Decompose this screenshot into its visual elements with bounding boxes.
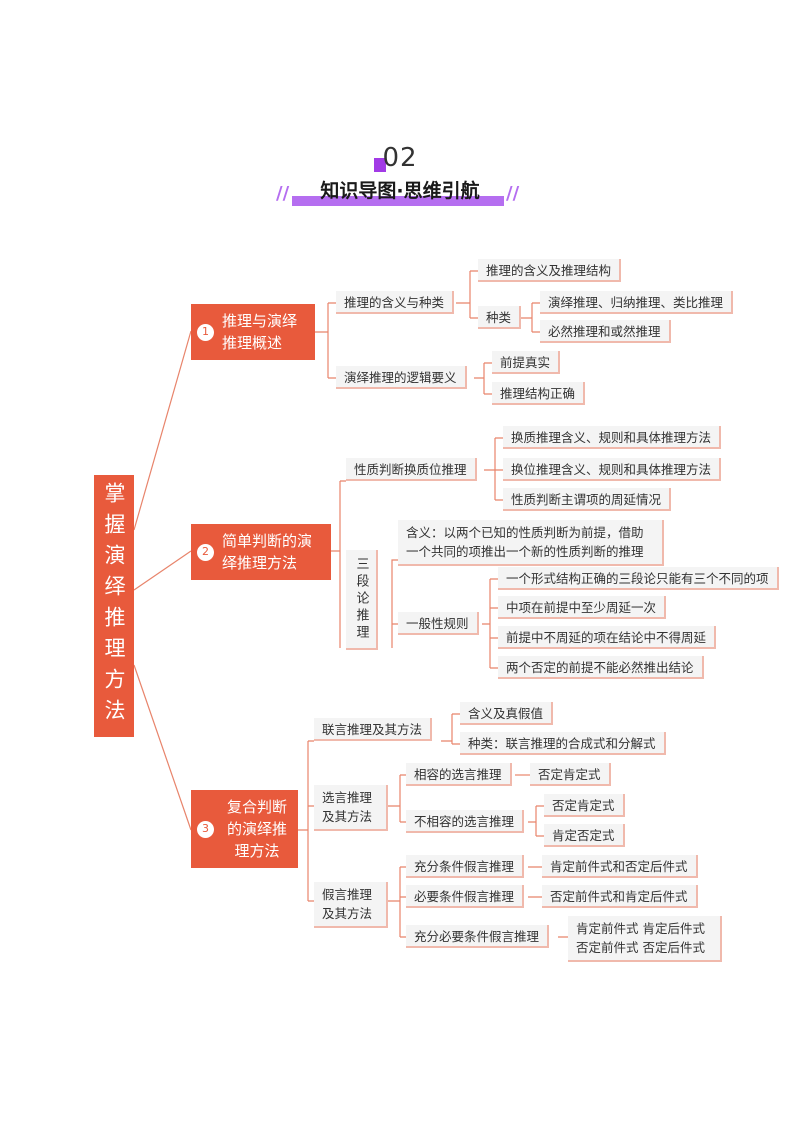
b1-c1-b1-node: 演绎推理、归纳推理、类比推理 xyxy=(540,291,734,314)
b2-c1-b-node: 换位推理含义、规则和具体推理方法 xyxy=(503,458,722,481)
b3-c3-c-node: 充分必要条件假言推理 xyxy=(406,925,550,948)
b3-c3-c1-line1: 肯定前件式 肯定后件式 xyxy=(576,921,705,936)
branch3-number: 3 xyxy=(197,820,214,838)
b3-c2-b2-node: 肯定否定式 xyxy=(544,824,625,847)
b1-c1-a-node: 推理的含义及推理结构 xyxy=(478,259,622,282)
section-title: 知识导图·思维引航 xyxy=(320,180,480,202)
b3-c2-node: 选言推理及其方法 xyxy=(314,785,388,831)
root-node: 掌握演绎推理方法 xyxy=(94,475,134,737)
b1-c1-b-node: 种类 xyxy=(478,306,522,329)
b2-rule2-node: 中项在前提中至少周延一次 xyxy=(498,596,667,619)
b3-c2-b1-node: 否定肯定式 xyxy=(544,794,625,817)
b3-c3-b1-node: 否定前件式和肯定后件式 xyxy=(542,885,698,908)
b3-c3-node: 假言推理及其方法 xyxy=(314,882,388,928)
b3-c2-a-node: 相容的选言推理 xyxy=(406,763,512,786)
b2-rule3-node: 前提中不周延的项在结论中不得周延 xyxy=(498,626,717,649)
b3-c1-b-node: 种类：联言推理的合成式和分解式 xyxy=(460,732,666,755)
header-slash-right: // xyxy=(506,183,520,204)
b2-c2-node: 三段论推理 xyxy=(346,550,378,650)
b2-c2-definition-node: 含义：以两个已知的性质判断为前提，借助一个共同的项推出一个新的性质判断的推理 xyxy=(398,520,664,566)
b2-c1-c-node: 性质判断主谓项的周延情况 xyxy=(503,488,672,511)
branch3-node: 3 复合判断的演绎推理方法 xyxy=(191,790,298,868)
branch2-label: 简单判断的演绎推理方法 xyxy=(222,532,313,572)
section-number: 02 xyxy=(382,143,418,173)
b1-c2-a-node: 前提真实 xyxy=(492,351,561,374)
b3-c1-a-node: 含义及真假值 xyxy=(460,702,554,725)
b2-c1-a-node: 换质推理含义、规则和具体推理方法 xyxy=(503,426,722,449)
b3-c2-b-node: 不相容的选言推理 xyxy=(406,810,525,833)
b3-c3-b-node: 必要条件假言推理 xyxy=(406,885,525,908)
b2-c1-node: 性质判断换质位推理 xyxy=(346,458,477,481)
branch3-label: 复合判断的演绎推理方法 xyxy=(226,798,287,860)
header-slash-left: // xyxy=(276,183,290,204)
b1-c1-node: 推理的含义与种类 xyxy=(336,291,455,314)
header-accent-square xyxy=(374,158,386,172)
branch2-node: 2 简单判断的演绎推理方法 xyxy=(191,524,331,580)
b3-c3-c1-line2: 否定前件式 否定后件式 xyxy=(576,940,705,955)
b3-c3-a1-node: 肯定前件式和否定后件式 xyxy=(542,855,698,878)
branch2-number: 2 xyxy=(197,543,214,561)
b1-c2-b-node: 推理结构正确 xyxy=(492,382,586,405)
b1-c2-node: 演绎推理的逻辑要义 xyxy=(336,366,467,389)
header-underline-bar xyxy=(292,196,504,206)
b1-c1-b2-node: 必然推理和或然推理 xyxy=(540,320,671,343)
branch1-number: 1 xyxy=(197,323,214,341)
b2-rule4-node: 两个否定的前提不能必然推出结论 xyxy=(498,656,704,679)
b2-c2-rules-node: 一般性规则 xyxy=(398,612,479,635)
b3-c1-node: 联言推理及其方法 xyxy=(314,718,433,741)
b3-c3-c1-node: 肯定前件式 肯定后件式 否定前件式 否定后件式 xyxy=(568,916,722,962)
branch1-node: 1 推理与演绎推理概述 xyxy=(191,304,315,360)
b2-rule1-node: 一个形式结构正确的三段论只能有三个不同的项 xyxy=(498,567,779,590)
branch1-label: 推理与演绎推理概述 xyxy=(222,312,298,352)
b3-c3-a-node: 充分条件假言推理 xyxy=(406,855,525,878)
b3-c2-a1-node: 否定肯定式 xyxy=(530,763,611,786)
